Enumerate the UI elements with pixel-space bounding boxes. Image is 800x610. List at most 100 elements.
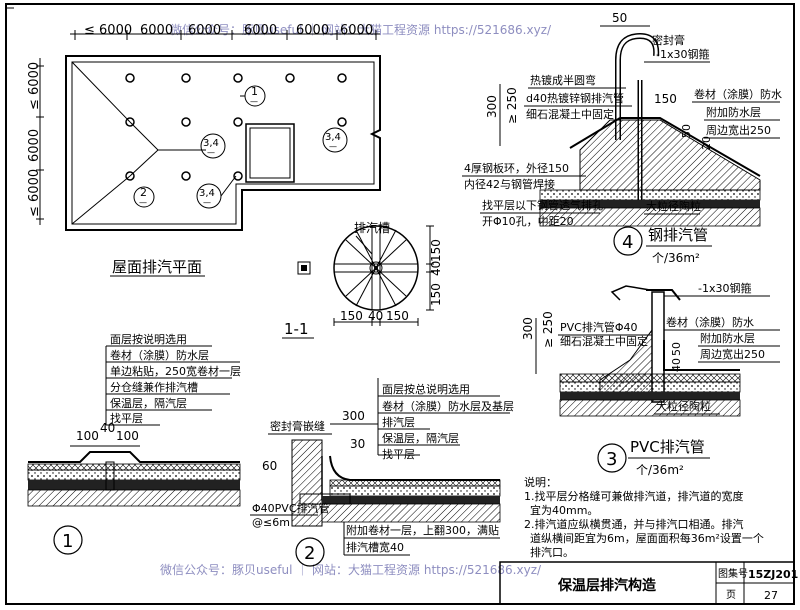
detail2-note-b: 排汽槽宽40 <box>346 540 404 554</box>
section-dim-b3: 150 <box>386 309 409 323</box>
detail1-layer-5: 保温层，隔汽层 <box>110 396 187 410</box>
plan-marker-2: 2 — <box>133 186 155 208</box>
titleblock-page-value: 27 <box>764 589 778 602</box>
detail2-note-a: 附加卷材一层，上翻300，满贴 <box>346 523 499 537</box>
detail2-dim-60: 60 <box>262 459 277 473</box>
detail1-layer-1: 面层按说明选用 <box>110 332 187 346</box>
detail4-label-waterproof: 卷材（涂膜）防水 <box>694 87 782 101</box>
plan-left-dim-2: 6000 <box>27 129 42 162</box>
detail3-label-band: -1x30钢箍 <box>698 281 751 295</box>
detail4-dim-20: 20 <box>700 136 713 150</box>
detail3-dim-50: 50 <box>670 342 683 356</box>
detail4-number: 4 <box>622 232 633 253</box>
detail4-label-steelpipe: d40热镀锌钢排汽管 <box>526 91 624 105</box>
notes-line-4: 道纵横间距宜为6m，屋面面积每36m²设置一个 <box>530 531 764 545</box>
detail4-title: 钢排汽管 <box>648 226 708 244</box>
plan-top-dim-2: 6000 <box>140 23 173 38</box>
svg-text:3,4: 3,4 <box>199 188 215 199</box>
detail1-layer-2: 卷材（涂膜）防水层 <box>110 348 209 362</box>
plan-top-dim-6: 6000 <box>340 23 373 38</box>
detail3-label-waterproof: 卷材（涂膜）防水 <box>666 315 754 329</box>
notes-line-1: 1.找平层分格缝可兼做排汽道，排汽道的宽度 <box>524 489 744 503</box>
detail4-dim-small50: 50 <box>680 124 693 138</box>
section-dim-r2: 40 <box>429 261 443 276</box>
detail4-label-ring2: 内径42与钢管焊接 <box>464 177 555 191</box>
section-label: 1-1 <box>284 320 309 338</box>
svg-text:1: 1 <box>251 85 258 98</box>
detail4-dim-250: ≥ 250 <box>505 87 519 124</box>
detail1-dim-3: 100 <box>116 429 139 443</box>
detail2-layer-2: 卷材（涂膜）防水层及基层 <box>382 399 514 413</box>
svg-text:3,4: 3,4 <box>203 138 219 149</box>
svg-text:—: — <box>207 148 215 157</box>
detail4-dim-300: 300 <box>485 95 499 118</box>
detail4-dim-50: 50 <box>612 11 627 25</box>
detail4-label-bend: 热镀成半圆弯 <box>530 73 596 87</box>
detail2-layer-5: 找平层 <box>382 447 415 461</box>
detail4-label-holes: 找平层以下钢管透气排孔 <box>482 198 603 212</box>
detail2-layer-1: 面层按总说明选用 <box>382 382 470 396</box>
plan-left-dim-1: ≤ 6000 <box>27 62 42 110</box>
svg-text:2: 2 <box>140 186 147 199</box>
detail3-title: PVC排汽管 <box>630 438 705 456</box>
detail1-layer-6: 找平层 <box>110 411 143 425</box>
detail4-dim-150: 150 <box>654 92 677 106</box>
svg-text:—: — <box>139 198 147 207</box>
svg-text:—: — <box>203 198 211 207</box>
detail4-label-sealant: 密封膏 <box>652 33 685 47</box>
plan-top-dim-3: 6000 <box>188 23 221 38</box>
plan-top-dim-4: 6000 <box>244 23 277 38</box>
detail2-dim-30: 30 <box>350 437 365 451</box>
plan-top-dim-1: ≤ 6000 <box>84 23 132 38</box>
detail3-dim-40: 40 <box>670 358 683 372</box>
detail4-label-holes2: 开Φ10孔，中距20 <box>482 215 574 228</box>
plan-marker-5: 3,4 — <box>196 175 237 209</box>
detail2-spacing: @≤6m <box>252 516 290 529</box>
notes-line-2: 宜为40mm。 <box>530 503 598 517</box>
watermark-top: 微信公众号：豚贝useful ｜ 网站：大猫工程资源 https://52168… <box>170 22 552 37</box>
detail3-label-ceramsite: 大粒径陶粒 <box>656 399 711 413</box>
roof-plan: ≤ 6000 6000 6000 6000 6000 6000 ≤ 6000 6… <box>27 23 381 277</box>
titleblock-title: 保温层排汽构造 <box>557 577 656 594</box>
detail2-layer-4: 保温层，隔汽层 <box>382 431 459 445</box>
titleblock-page-label: 页 <box>726 589 736 601</box>
detail4-label-ceramsite: 大粒径陶粒 <box>646 199 701 213</box>
detail1-number: 1 <box>62 531 73 552</box>
plan-marker-3: 3,4 — <box>200 133 226 159</box>
detail3-label-pipe: PVC排汽管Φ40 <box>560 320 638 334</box>
plan-top-dim-5: 6000 <box>296 23 329 38</box>
sheet-border <box>5 3 795 605</box>
titleblock-atlas-value: 15ZJ201 <box>748 568 798 581</box>
plan-marker-1: 1 — <box>240 85 266 107</box>
detail3-label-concrete: 细石混凝土中固定 <box>560 334 648 348</box>
detail4-label-ring: 4厚钢板环，外径150 <box>464 161 569 175</box>
notes-line-3: 2.排汽道应纵横贯通，并与排汽口相通。排汽 <box>524 517 744 531</box>
section-1-1: 排汽槽 150 40 150 150 40 150 1-1 <box>282 220 443 339</box>
detail4-sub: 个/36m² <box>652 251 700 265</box>
plan-title: 屋面排汽平面 <box>112 258 202 276</box>
detail3-dim-250: ≥ 250 <box>541 311 555 348</box>
detail1-dim-2: 40 <box>100 421 115 435</box>
titleblock-atlas-label: 图集号 <box>718 567 748 580</box>
detail3-label-extra: 附加防水层 <box>700 331 755 345</box>
section-dim-b1: 150 <box>340 309 363 323</box>
title-block: 保温层排汽构造 图集号 15ZJ201 页 27 <box>499 561 798 605</box>
detail3-sub: 个/36m² <box>636 463 684 477</box>
svg-text:—: — <box>250 97 258 106</box>
section-dim-r1: 150 <box>429 239 443 262</box>
svg-text:—: — <box>329 142 337 151</box>
detail2-layer-3: 排汽层 <box>382 415 415 429</box>
detail3-number: 3 <box>606 449 617 470</box>
detail3-label-edge: 周边宽出250 <box>700 347 765 361</box>
detail-2: 面层按总说明选用 卷材（涂膜）防水层及基层 排汽层 保温层，隔汽层 找平层 30… <box>250 378 514 567</box>
detail1-layer-4: 分仓缝兼作排汽槽 <box>110 380 198 394</box>
detail-1: 面层按说明选用 卷材（涂膜）防水层 单边粘贴，250宽卷材一层 分仓缝兼作排汽槽… <box>27 332 241 555</box>
section-dim-b2: 40 <box>368 309 383 323</box>
svg-text:3,4: 3,4 <box>325 132 341 143</box>
detail2-sealant: 密封膏嵌缝 <box>270 419 325 433</box>
detail2-number: 2 <box>304 543 315 564</box>
plan-left-dim-3: ≤ 6000 <box>27 169 42 217</box>
detail1-dim-1: 100 <box>76 429 99 443</box>
notes-title: 说明： <box>524 475 557 489</box>
